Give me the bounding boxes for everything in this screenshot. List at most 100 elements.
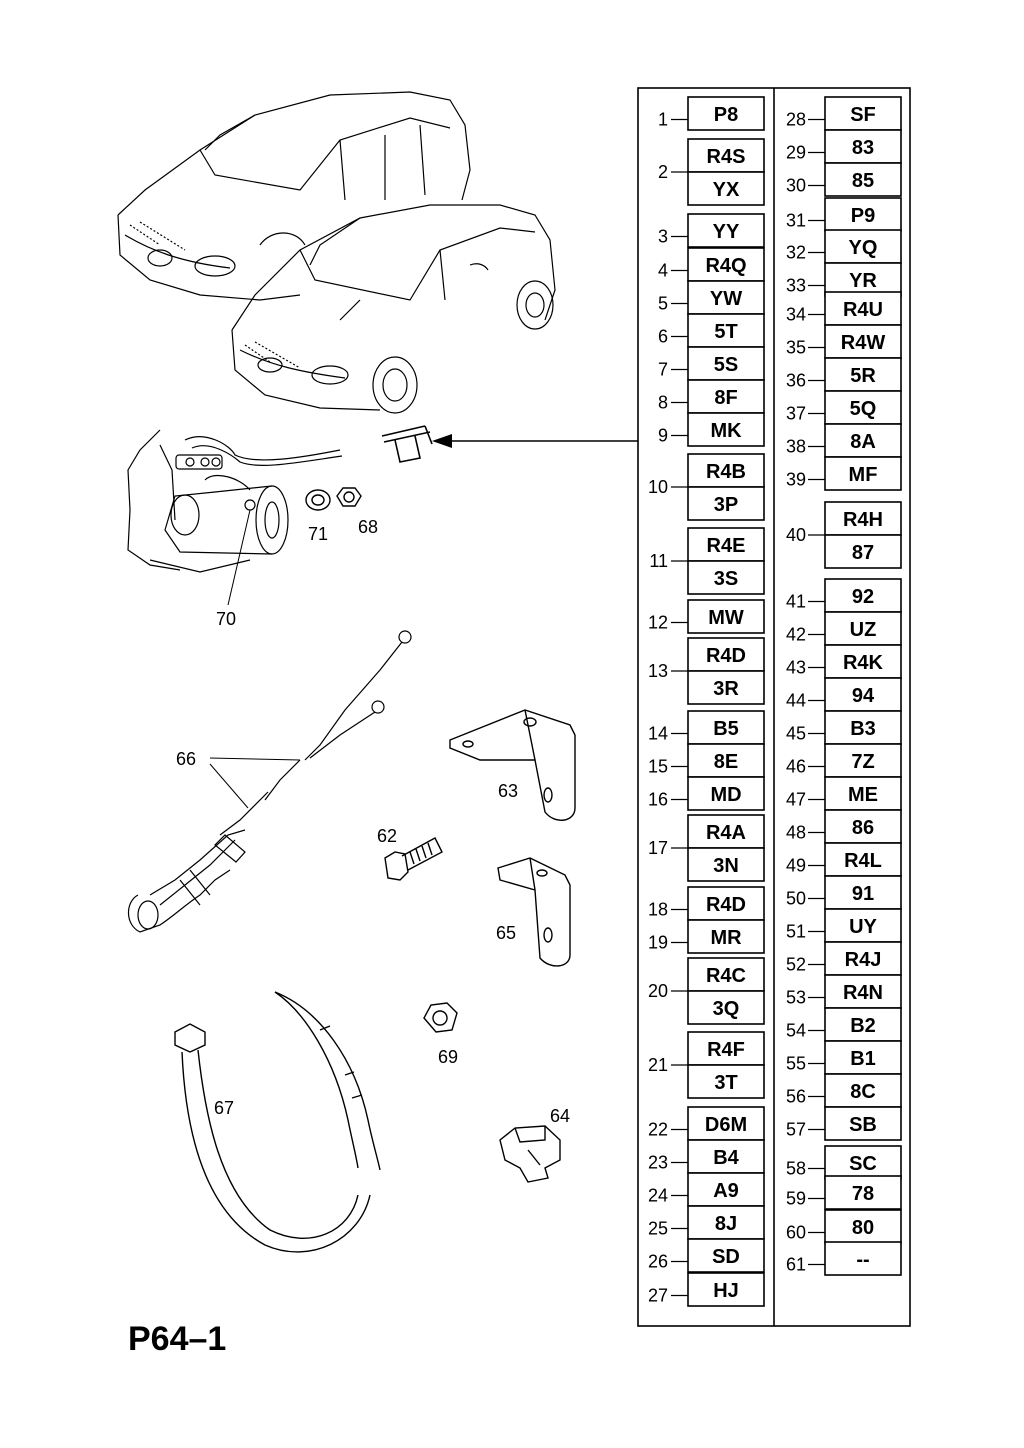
code-label: R4D: [706, 894, 746, 916]
code-box: [687, 560, 765, 595]
callout-65: 65: [496, 923, 516, 943]
code-box: [824, 908, 902, 943]
code-label: R4Q: [705, 255, 746, 277]
part-number: 26: [648, 1252, 668, 1272]
part-number: 57: [786, 1120, 806, 1140]
code-box: [687, 990, 765, 1025]
code-box: [824, 162, 902, 197]
code-label: P8: [714, 104, 738, 126]
part-number: 22: [648, 1120, 668, 1140]
bolt-icon: [384, 837, 443, 881]
code-box: [687, 213, 765, 248]
code-box: [687, 346, 765, 381]
part-number: 17: [648, 838, 668, 858]
part-number: 24: [648, 1186, 668, 1206]
code-label: R4L: [844, 850, 882, 872]
part-number: 10: [648, 477, 668, 497]
code-label: R4B: [706, 461, 746, 483]
code-label: R4N: [843, 982, 883, 1004]
code-box: [824, 1175, 902, 1210]
code-label: YR: [849, 270, 877, 292]
horn-assembly-icon: [127, 429, 343, 573]
code-label: 3T: [714, 1072, 737, 1094]
code-box: [687, 599, 765, 634]
part-number: 30: [786, 176, 806, 196]
part-number: 12: [648, 613, 668, 633]
page-title: P64–1: [128, 1320, 226, 1358]
code-label: R4H: [843, 509, 883, 531]
callout-71: 71: [308, 524, 328, 544]
code-label: YY: [713, 221, 740, 243]
part-number: 7: [658, 360, 668, 380]
code-label: R4S: [707, 146, 746, 168]
code-box: [687, 1031, 765, 1066]
code-box: [687, 96, 765, 131]
code-box: [687, 379, 765, 414]
part-number: 6: [658, 327, 668, 347]
code-box: [824, 611, 902, 646]
part-number: 18: [648, 900, 668, 920]
code-box: [824, 501, 902, 536]
code-label: SD: [712, 1246, 740, 1268]
code-label: B1: [850, 1048, 876, 1070]
part-number: 52: [786, 955, 806, 975]
part-number: 28: [786, 110, 806, 130]
code-box: [824, 1241, 902, 1276]
part-number: 53: [786, 988, 806, 1008]
part-number: 35: [786, 338, 806, 358]
code-box: [824, 743, 902, 778]
code-label: 3Q: [713, 998, 740, 1020]
code-label: 3R: [713, 678, 739, 700]
part-number: 45: [786, 724, 806, 744]
part-number: 2: [658, 162, 668, 182]
part-number: 58: [786, 1159, 806, 1179]
code-box: [824, 291, 902, 326]
code-box: [824, 1007, 902, 1042]
code-label: B4: [713, 1147, 739, 1169]
code-box: [824, 1073, 902, 1108]
part-number: 59: [786, 1189, 806, 1209]
code-box: [824, 390, 902, 425]
code-label: YQ: [849, 237, 878, 259]
part-number: 46: [786, 757, 806, 777]
code-box: [824, 456, 902, 491]
cable-tie-icon: [174, 991, 381, 1253]
part-number: 55: [786, 1054, 806, 1074]
part-number: 13: [648, 661, 668, 681]
code-label: R4E: [707, 535, 746, 557]
nut-icon: [336, 487, 362, 507]
code-label: R4C: [706, 965, 746, 987]
code-label: R4J: [845, 949, 882, 971]
callout-68: 68: [358, 517, 378, 537]
leader-line: [227, 509, 251, 606]
part-number: 49: [786, 856, 806, 876]
part-number: 36: [786, 371, 806, 391]
part-number: 38: [786, 437, 806, 457]
part-number: 32: [786, 243, 806, 263]
car-illustration-icon: [117, 91, 556, 414]
callout-69: 69: [438, 1047, 458, 1067]
code-label: 83: [852, 137, 874, 159]
parts-code-table: P81R4SYX2YY3R4Q4YW55T65S78F8MK9R4B3P10R4…: [637, 87, 911, 1327]
code-label: 87: [852, 542, 874, 564]
code-box: [687, 919, 765, 954]
code-label: 8J: [715, 1213, 737, 1235]
code-label: 7Z: [851, 751, 874, 773]
code-label: 5T: [714, 321, 737, 343]
code-label: SF: [850, 104, 876, 126]
part-number: 8: [658, 393, 668, 413]
part-number: 56: [786, 1087, 806, 1107]
code-label: 80: [852, 1217, 874, 1239]
code-box: [687, 527, 765, 562]
code-box: [824, 534, 902, 569]
callout-67: 67: [214, 1098, 234, 1118]
code-label: 94: [852, 685, 875, 707]
callout-66: 66: [176, 749, 196, 769]
part-number: 15: [648, 757, 668, 777]
code-box: [824, 974, 902, 1009]
part-number: 34: [786, 305, 806, 325]
part-number: 41: [786, 592, 806, 612]
code-label: SB: [849, 1114, 877, 1136]
code-box: [687, 1272, 765, 1307]
